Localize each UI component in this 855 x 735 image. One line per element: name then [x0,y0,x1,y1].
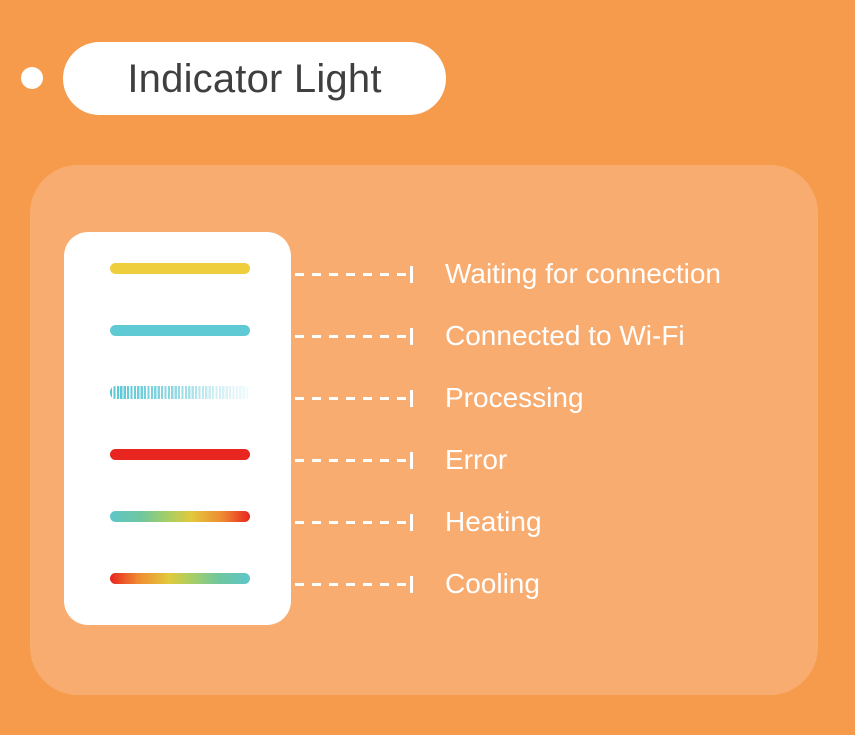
connector-end-tick [410,576,413,593]
indicator-bar-error [110,448,250,460]
indicator-panel: Waiting for connection Connected to Wi-F… [30,165,818,695]
connector-end-tick [410,266,413,283]
indicator-bar-row-2 [64,320,291,340]
legend-row-connected: Connected to Wi-Fi [30,316,818,356]
indicator-bar-waiting [110,262,250,274]
legend-label-heating: Heating [445,506,542,537]
indicator-bar-row-5 [64,506,291,526]
indicator-bar-cooling [110,572,250,584]
connector-dashed-line [295,397,410,400]
legend-row-heating: Heating [30,502,818,542]
connector-dashed-line [295,521,410,524]
connector-end-tick [410,514,413,531]
legend-label-waiting: Waiting for connection [445,258,721,289]
connector-dashed-line [295,335,410,338]
indicator-card [64,232,291,625]
connector-dashed-line [295,583,410,586]
header-bullet-dot [21,67,43,89]
connector-dashed-line [295,459,410,462]
indicator-bar-processing [110,385,250,399]
connector-end-tick [410,390,413,407]
indicator-bar-row-3 [64,382,291,402]
connector-end-tick [410,452,413,469]
legend-row-error: Error [30,440,818,480]
indicator-bar-connected [110,324,250,336]
legend-label-error: Error [445,444,508,475]
legend-row-processing: Processing [30,378,818,418]
page-header: Indicator Light [0,0,855,155]
legend-label-connected: Connected to Wi-Fi [445,320,685,351]
legend-label-cooling: Cooling [445,568,540,599]
indicator-bar-heating [110,510,250,522]
indicator-bar-row-4 [64,444,291,464]
legend-label-processing: Processing [445,382,584,413]
legend-row-cooling: Cooling [30,564,818,604]
page-title: Indicator Light [127,56,382,101]
connector-end-tick [410,328,413,345]
indicator-bar-row-1 [64,258,291,278]
connector-dashed-line [295,273,410,276]
title-pill: Indicator Light [63,42,446,115]
legend-list: Waiting for connection Connected to Wi-F… [30,165,818,695]
indicator-bar-row-6 [64,568,291,588]
legend-row-waiting: Waiting for connection [30,254,818,294]
